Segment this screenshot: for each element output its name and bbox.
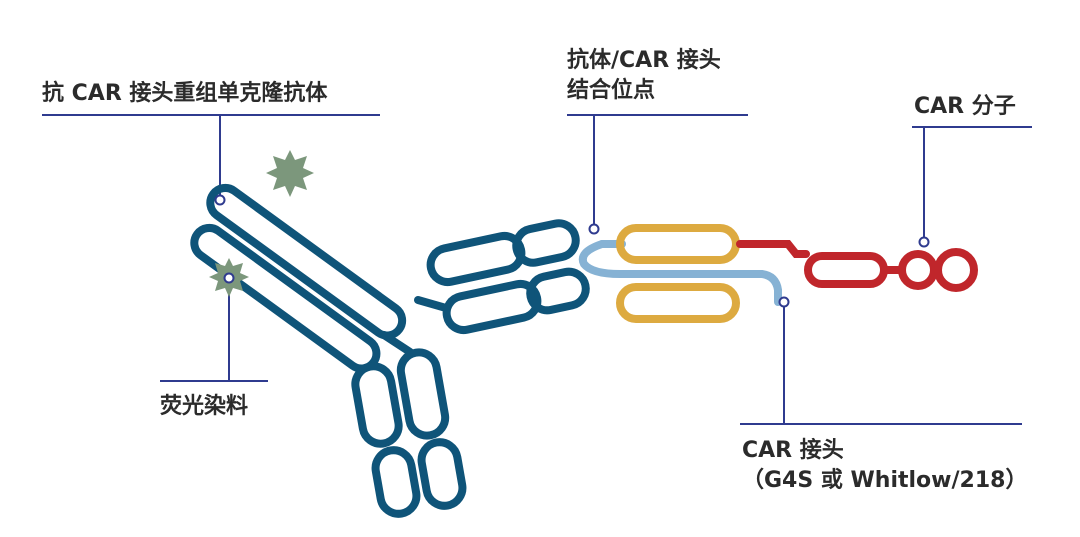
dot-car-molecule: [918, 236, 930, 248]
fab-lower-left: [442, 279, 542, 335]
fc-lower-right: [417, 438, 467, 510]
car-ring-1: [898, 250, 938, 290]
label-car-molecule: CAR 分子: [914, 94, 1016, 119]
label-anti-car-antibody: 抗 CAR 接头重组单克隆抗体: [42, 81, 328, 106]
fab-upper-right: [512, 219, 580, 267]
dot-fluorescent-dye: [223, 272, 235, 284]
car-connector: [736, 240, 810, 258]
label-fluorescent-dye: 荧光染料: [160, 394, 249, 419]
car-ring-2: [934, 248, 978, 292]
dot-anti-car-antibody: [214, 194, 226, 206]
car-linker-path: [578, 240, 782, 306]
scfv-upper-domain: [616, 224, 740, 264]
hinge-right: [414, 296, 450, 312]
dye-star-upper: [266, 150, 314, 197]
fc-lower-left: [371, 446, 421, 518]
label-car-linker: CAR 接头 （G4S 或 Whitlow/218）: [742, 438, 1028, 493]
dot-car-linker: [778, 296, 790, 308]
fc-upper-right: [396, 348, 450, 440]
car-linker-region: [578, 224, 782, 323]
fab-upper-left: [426, 231, 526, 287]
fab-lower-right: [526, 267, 590, 315]
label-binding-site: 抗体/CAR 接头 结合位点: [567, 48, 721, 103]
hinge-left: [380, 331, 414, 356]
heavy-chain-upper: [206, 183, 407, 340]
callout-rules: [42, 114, 1032, 425]
fc-upper-left: [351, 362, 403, 448]
car-hinge-domain: [804, 252, 888, 288]
antibody-structure: [190, 183, 590, 518]
heavy-chain-lower: [190, 223, 381, 373]
dot-binding-site: [588, 223, 600, 235]
car-molecule: [736, 240, 978, 292]
callout-dots: [214, 194, 930, 308]
scfv-lower-domain: [616, 283, 740, 323]
